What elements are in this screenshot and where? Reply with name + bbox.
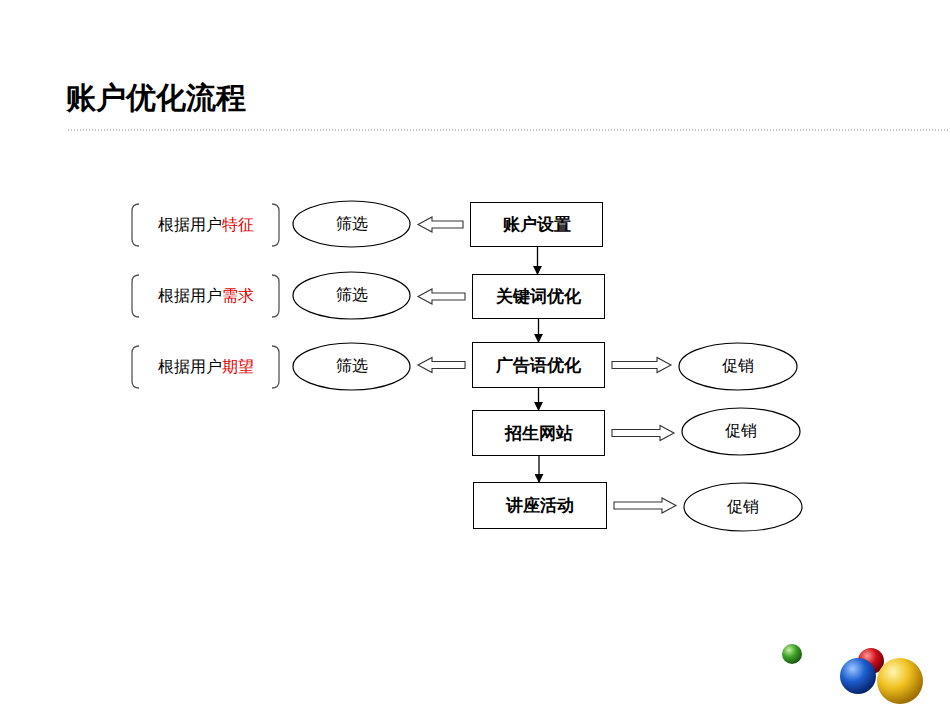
decor-ball — [840, 658, 876, 694]
node-label: 需求 — [222, 286, 254, 307]
bracket-right — [272, 275, 279, 317]
node-label: 促销 — [722, 356, 754, 377]
process-box: 招生网站 — [472, 410, 605, 456]
bracket-right — [272, 346, 279, 388]
block-arrow — [614, 498, 676, 513]
oval-node: 筛选 — [292, 200, 411, 248]
node-label: 根据用户 — [158, 357, 222, 378]
flow-arrow — [538, 319, 539, 342]
oval-node: 筛选 — [292, 271, 411, 320]
bracket-note: 根据用户特征 — [130, 203, 281, 247]
node-label: 筛选 — [336, 285, 368, 306]
oval-outline — [293, 201, 410, 247]
oval-node: 促销 — [683, 482, 803, 532]
block-arrow — [612, 426, 674, 441]
node-label: 广告语优化 — [496, 354, 581, 377]
process-box: 关键词优化 — [472, 274, 605, 319]
decor-ball — [877, 658, 923, 704]
block-arrow — [418, 358, 465, 373]
block-arrow — [418, 217, 463, 232]
node-label: 促销 — [725, 421, 757, 442]
diagram-title: 账户优化流程 — [66, 78, 246, 119]
oval-outline — [293, 343, 410, 390]
node-label: 筛选 — [336, 356, 368, 377]
process-box: 广告语优化 — [472, 342, 605, 388]
node-label: 期望 — [222, 357, 254, 378]
block-arrow — [612, 358, 671, 373]
node-label: 讲座活动 — [506, 494, 574, 517]
node-label: 根据用户 — [158, 286, 222, 307]
oval-outline — [684, 483, 802, 531]
bracket-left — [132, 204, 139, 246]
process-box: 讲座活动 — [473, 482, 607, 529]
block-arrow — [418, 289, 465, 304]
bracket-note: 根据用户期望 — [130, 345, 281, 389]
title-rule — [68, 130, 950, 131]
node-label: 根据用户 — [158, 215, 222, 236]
process-box: 账户设置 — [470, 202, 603, 247]
flow-arrow — [537, 247, 538, 274]
oval-outline — [679, 343, 797, 390]
bracket-left — [132, 275, 139, 317]
flow-arrow — [538, 388, 539, 410]
oval-outline — [682, 408, 800, 455]
node-label: 关键词优化 — [496, 285, 581, 308]
node-label: 账户设置 — [503, 213, 571, 236]
oval-outline — [293, 272, 410, 319]
bracket-left — [132, 346, 139, 388]
node-label: 促销 — [727, 497, 759, 518]
decor-ball — [782, 644, 802, 664]
flow-arrow — [538, 456, 539, 482]
oval-node: 促销 — [678, 342, 798, 391]
bracket-right — [272, 204, 279, 246]
node-label: 筛选 — [336, 214, 368, 235]
oval-node: 促销 — [681, 407, 801, 456]
bracket-note: 根据用户需求 — [130, 274, 281, 318]
node-label: 特征 — [222, 215, 254, 236]
oval-node: 筛选 — [292, 342, 411, 391]
node-label: 招生网站 — [505, 422, 573, 445]
